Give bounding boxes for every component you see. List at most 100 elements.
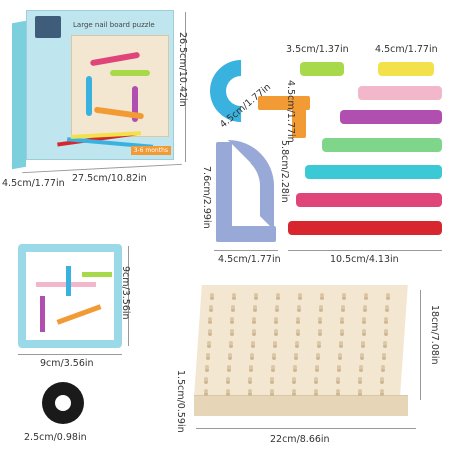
peg <box>316 341 321 345</box>
peg <box>295 329 300 333</box>
peg <box>379 389 384 393</box>
box-side <box>12 20 26 170</box>
strip-pink <box>358 86 442 100</box>
peg <box>341 305 346 309</box>
box-height-label: 26.5cm/10.42in <box>177 32 188 107</box>
strip-purple <box>340 110 442 124</box>
peg <box>297 305 302 309</box>
peg <box>358 377 363 381</box>
strip-cyan <box>305 165 442 179</box>
peg <box>294 341 299 345</box>
box-height-line <box>185 12 186 162</box>
peg <box>361 329 366 333</box>
peg <box>251 329 256 333</box>
peg <box>254 293 258 297</box>
peg <box>294 353 298 357</box>
medium-strip-yellow <box>378 62 434 76</box>
board-width-line <box>196 428 416 429</box>
peg <box>276 293 280 297</box>
peg <box>225 389 230 393</box>
peg <box>335 389 340 393</box>
peg <box>318 317 323 321</box>
box-depth-label: 4.5cm/1.77in <box>2 178 65 189</box>
small-board-width-line <box>18 354 122 355</box>
strip-green <box>322 138 442 152</box>
peg <box>249 365 254 369</box>
peg <box>339 329 344 333</box>
peg <box>316 353 320 357</box>
peg <box>340 317 345 321</box>
peg <box>231 305 236 309</box>
box-age-badge: 3-6 months <box>130 146 171 155</box>
peg <box>275 305 280 309</box>
peg <box>336 377 341 381</box>
small-board-width-label: 9cm/3.56in <box>40 358 94 369</box>
peg <box>232 293 236 297</box>
peg <box>338 353 342 357</box>
peg <box>273 329 278 333</box>
peg <box>206 353 210 357</box>
peg <box>204 377 209 381</box>
peg <box>210 293 214 297</box>
peg <box>207 329 212 333</box>
peg <box>291 389 296 393</box>
corner-piece-leg <box>292 96 306 138</box>
peg <box>208 317 213 321</box>
band-size-label: 2.5cm/0.98in <box>24 432 87 443</box>
peg <box>320 293 324 297</box>
peg <box>203 389 208 393</box>
peg <box>382 353 386 357</box>
peg <box>385 305 390 309</box>
board-width-label: 22cm/8.66in <box>270 434 330 445</box>
peg <box>342 293 346 297</box>
l-piece-width-line <box>214 250 278 251</box>
peg <box>272 353 276 357</box>
peg <box>205 365 210 369</box>
product-box: Large nail board puzzle 3-6 months <box>8 10 180 170</box>
peg <box>226 377 231 381</box>
peg <box>296 317 301 321</box>
strip-red <box>288 221 442 235</box>
peg <box>360 341 365 345</box>
peg <box>247 389 252 393</box>
box-width-label: 27.5cm/10.82in <box>72 173 147 184</box>
peg <box>386 293 390 297</box>
short-strip-label: 3.5cm/1.37in <box>286 44 349 55</box>
small-board-height-line <box>128 246 129 346</box>
l-piece-foot <box>216 226 276 242</box>
peg <box>315 365 320 369</box>
l-piece-arc <box>228 140 274 230</box>
board-height-label: 18cm/7.08in <box>429 305 440 365</box>
peg <box>384 317 389 321</box>
strip-magenta <box>296 193 442 207</box>
peg <box>228 353 232 357</box>
peg <box>357 389 362 393</box>
peg <box>337 365 342 369</box>
peg <box>248 377 253 381</box>
peg <box>314 377 319 381</box>
short-strip-lime <box>300 62 344 76</box>
small-board-height-label: 9cm/3.56in <box>120 266 131 320</box>
peg <box>228 341 233 345</box>
board-thickness-label: 1.5cm/0.59in <box>175 370 186 433</box>
peg <box>360 353 364 357</box>
peg <box>292 377 297 381</box>
peg <box>272 341 277 345</box>
peg <box>319 305 324 309</box>
peg <box>206 341 211 345</box>
bent-strip-label: 5.8cm/2.28in <box>279 140 290 203</box>
pegboard-edge <box>194 395 408 416</box>
peg <box>298 293 302 297</box>
peg <box>364 293 368 297</box>
peg <box>383 329 388 333</box>
peg <box>271 365 276 369</box>
peg <box>363 305 368 309</box>
pegboard <box>190 285 412 417</box>
l-piece-width-label: 4.5cm/1.77in <box>218 254 281 265</box>
peg <box>362 317 367 321</box>
peg <box>382 341 387 345</box>
peg <box>227 365 232 369</box>
medium-strip-label: 4.5cm/1.77in <box>375 44 438 55</box>
peg <box>359 365 364 369</box>
box-logo <box>35 16 61 38</box>
